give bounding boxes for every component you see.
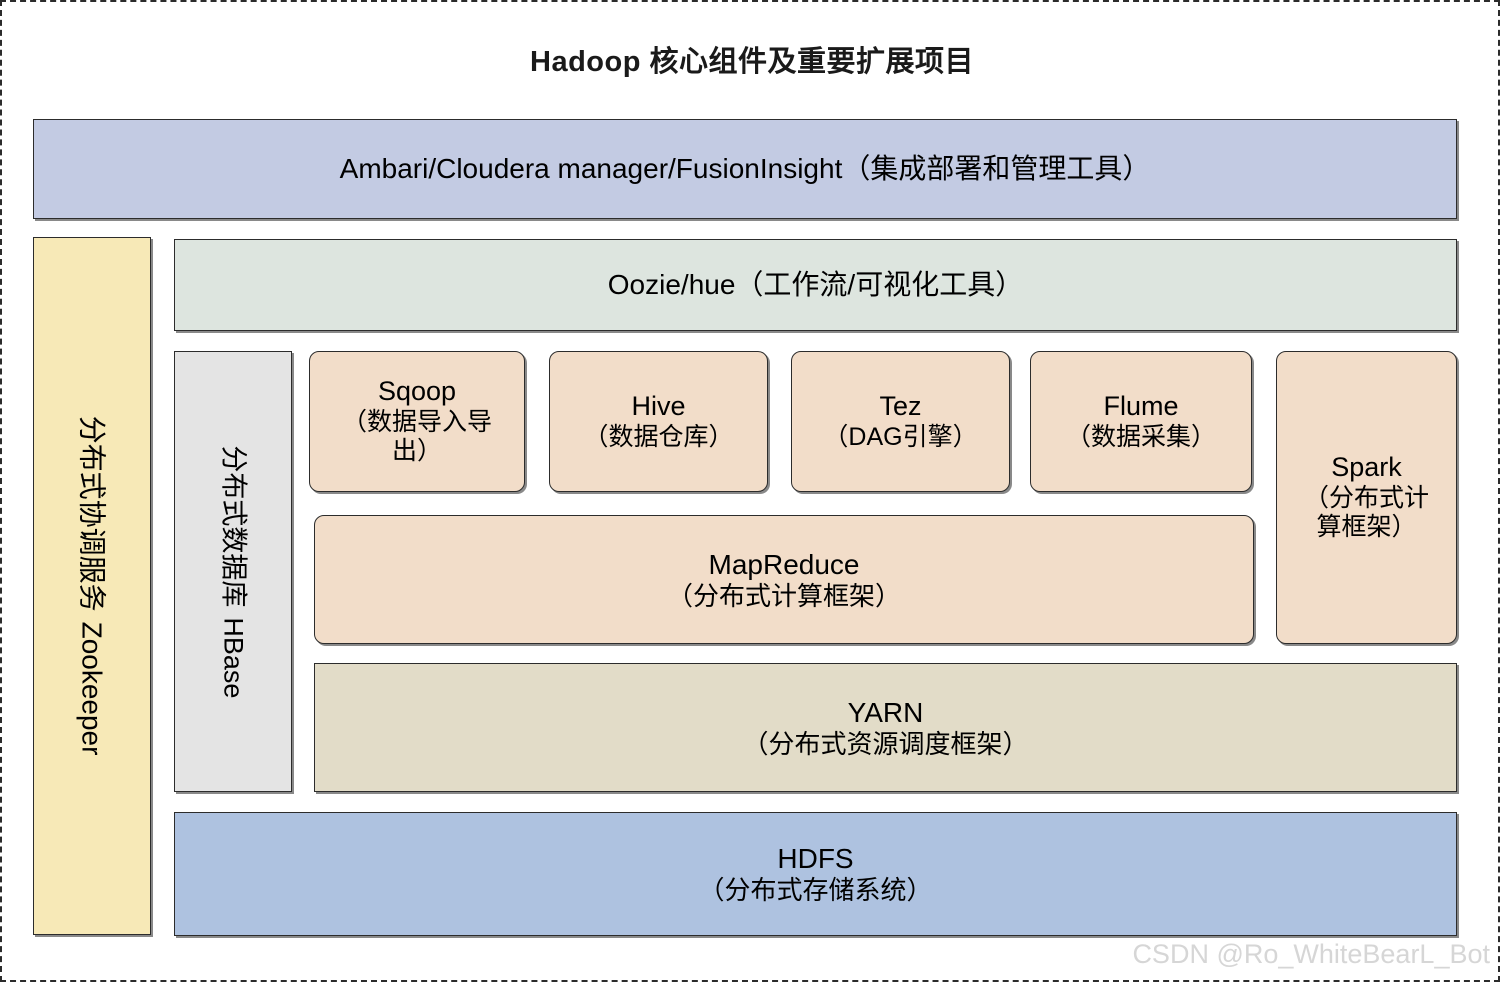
component-tez-name: Tez xyxy=(879,390,922,421)
layer-mapreduce-name: MapReduce xyxy=(708,548,860,580)
component-spark-box: Spark （分布式计 算框架） xyxy=(1276,351,1457,644)
component-sqoop-name: Sqoop xyxy=(377,376,457,407)
zookeeper-name: Zookeeper xyxy=(76,622,108,756)
layer-hbase-box: HBase 分布式数据库 xyxy=(174,351,292,792)
component-flume-name: Flume xyxy=(1103,390,1179,421)
layer-mapreduce-box: MapReduce （分布式计算框架） xyxy=(314,515,1254,644)
layer-hdfs-desc: （分布式存储系统） xyxy=(698,875,933,906)
component-sqoop-desc-line1: （数据导入导 xyxy=(341,407,492,436)
component-hive-desc: （数据仓库） xyxy=(583,422,734,451)
component-tez-desc: （DAG引擎） xyxy=(823,422,978,451)
component-flume-desc: （数据采集） xyxy=(1065,422,1216,451)
component-tez-box: Tez （DAG引擎） xyxy=(791,351,1010,492)
layer-workflow-box: Oozie/hue（工作流/可视化工具） xyxy=(174,239,1457,331)
layer-manager-box: Ambari/Cloudera manager/FusionInsight（集成… xyxy=(33,119,1457,219)
component-spark-name: Spark xyxy=(1331,452,1402,483)
layer-zookeeper-box: Zookeeper 分布式协调服务 xyxy=(33,237,151,935)
layer-mapreduce-desc: （分布式计算框架） xyxy=(666,580,901,611)
layer-yarn-desc: （分布式资源调度框架） xyxy=(742,728,1029,759)
layer-yarn-name: YARN xyxy=(847,696,924,728)
hbase-vertical-text: HBase 分布式数据库 xyxy=(217,445,249,698)
layer-yarn-box: YARN （分布式资源调度框架） xyxy=(314,663,1457,792)
component-spark-desc-line2: 算框架） xyxy=(1316,513,1417,542)
hbase-name: HBase xyxy=(218,616,249,699)
zookeeper-vertical-text: Zookeeper 分布式协调服务 xyxy=(75,416,108,756)
layer-manager-label: Ambari/Cloudera manager/FusionInsight（集成… xyxy=(339,153,1151,185)
hbase-desc: 分布式数据库 xyxy=(218,444,249,607)
layer-hdfs-name: HDFS xyxy=(777,843,854,875)
layer-hdfs-box: HDFS （分布式存储系统） xyxy=(174,812,1457,936)
zookeeper-desc: 分布式协调服务 xyxy=(76,416,108,613)
component-sqoop-box: Sqoop （数据导入导 出） xyxy=(309,351,525,492)
layer-workflow-label: Oozie/hue（工作流/可视化工具） xyxy=(607,269,1024,301)
component-sqoop-desc-line2: 出） xyxy=(391,437,442,466)
page-title: Hadoop 核心组件及重要扩展项目 xyxy=(530,46,974,78)
component-spark-desc-line1: （分布式计 xyxy=(1303,483,1429,512)
component-hive-box: Hive （数据仓库） xyxy=(549,351,768,492)
component-flume-box: Flume （数据采集） xyxy=(1030,351,1252,492)
component-hive-name: Hive xyxy=(631,390,686,421)
csdn-watermark: CSDN @Ro_WhiteBearL_Bot xyxy=(1132,939,1490,969)
